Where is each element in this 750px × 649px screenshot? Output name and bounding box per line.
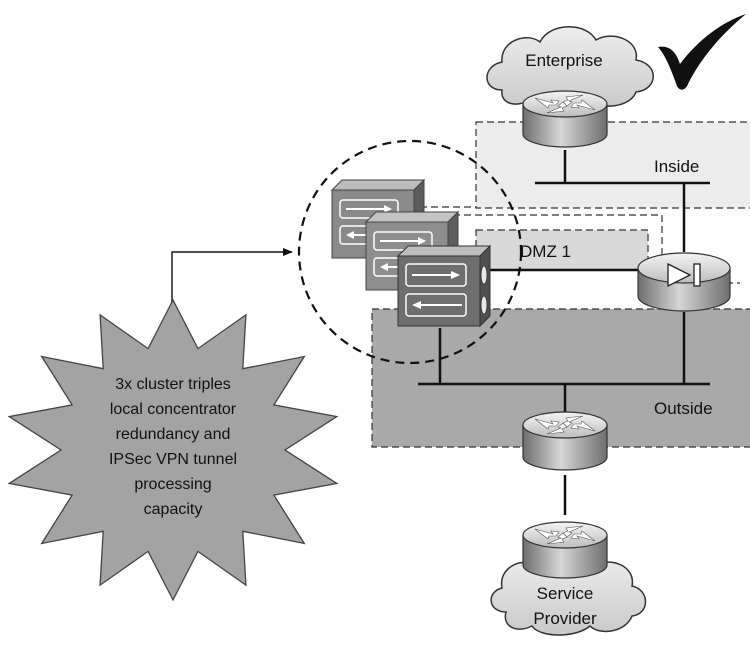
callout-line-2: local concentrator: [110, 401, 237, 418]
service-provider-label-line1: Service: [537, 584, 594, 603]
firewall-icon: [637, 252, 731, 312]
inside-zone-extension: [420, 206, 740, 284]
service-provider-label-line2: Provider: [533, 609, 597, 628]
router-icon: [522, 90, 608, 148]
dmz1-label: DMZ 1: [520, 242, 571, 261]
callout-line-5: processing: [134, 476, 211, 493]
vpn-concentrator-icon: [396, 244, 492, 328]
enterprise-label: Enterprise: [525, 51, 602, 70]
outside-label: Outside: [654, 399, 713, 418]
cluster-highlight-circle: [297, 139, 523, 365]
callout-burst: 3x cluster triples local concentrator re…: [7, 298, 339, 602]
router-icon: [522, 411, 608, 471]
checkmark-icon: [658, 14, 746, 90]
burst-shape: [7, 298, 339, 602]
inside-zone: [475, 121, 750, 209]
callout-arrow: [171, 248, 293, 318]
callout-line-6: capacity: [144, 501, 203, 518]
callout-line-1: 3x cluster triples: [115, 376, 231, 393]
callout-line-3: redundancy and: [116, 426, 231, 443]
router-icon: [522, 521, 608, 579]
callout-line-4: IPSec VPN tunnel: [109, 451, 237, 468]
vpn-concentrator-cluster: [330, 178, 492, 328]
inside-label: Inside: [654, 157, 699, 176]
dmz1-zone: [475, 229, 649, 271]
service-provider-cloud: Service Provider: [490, 551, 647, 636]
network-links: [418, 150, 710, 515]
enterprise-cloud: Enterprise: [486, 26, 654, 110]
